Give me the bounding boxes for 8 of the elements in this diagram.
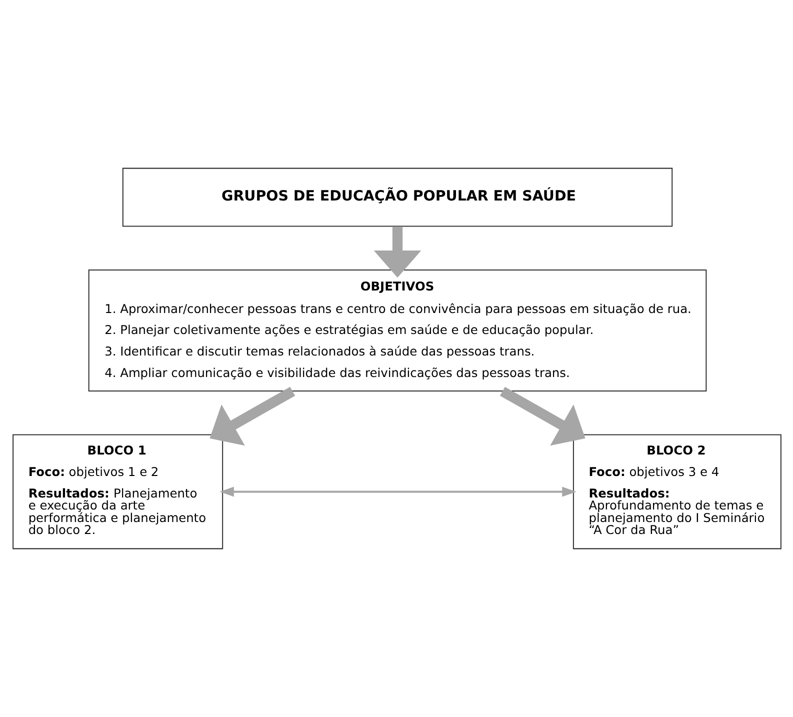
arrow: [499, 386, 585, 446]
node-box: BLOCO 2 Foco: objetivos 3 e 4 Resultados: Aprofundamento de temas e planejamento do I Seminário “A Cor da Rua”: [572, 434, 781, 550]
arrow: [209, 386, 295, 446]
node-box: OBJETIVOS 1. Aproximar/conhecer pessoas trans e centro de convivência para pessoas em situação de rua. 2. Planejar coletivamente ações e estratégias em saúde e de educação popular. 3. Identificar e discutir temas relacionados à saúde das pessoas trans. 4. Ampliar comunicação e visibilidade das reivindicações das pessoas trans.: [88, 270, 706, 392]
arrow: [219, 486, 576, 497]
node-box: BLOCO 1 Foco: objetivos 1 e 2 Resultados: Planejamento e execução da arte performática e planejamento do bloco 2.: [12, 434, 223, 550]
arrow: [373, 226, 421, 278]
node-box: GRUPOS DE EDUCAÇÃO POPULAR EM SAÚDE: [122, 168, 672, 227]
